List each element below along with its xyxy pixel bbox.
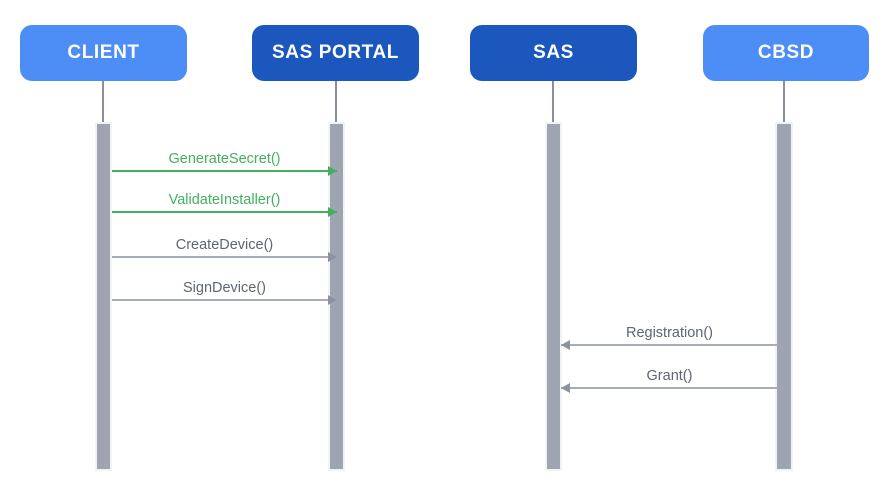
participant-label-sas-portal: SAS PORTAL <box>271 42 400 63</box>
message-label-grant: Grant() <box>646 368 693 384</box>
arrow-head-icon-generate-secret <box>328 166 337 177</box>
message-validate-installer[interactable]: ValidateInstaller() <box>112 179 337 218</box>
arrow-head-icon-validate-installer <box>328 207 337 218</box>
lifeline-sas-portal <box>335 81 337 122</box>
participant-box-client[interactable]: CLIENT <box>20 25 187 81</box>
message-line-create-device <box>112 256 337 258</box>
message-line-generate-secret <box>112 170 337 172</box>
message-label-registration: Registration() <box>625 325 714 341</box>
message-line-sign-device <box>112 299 337 301</box>
lifeline-cbsd <box>783 81 785 122</box>
arrow-head-icon-sign-device <box>328 295 337 306</box>
participant-label-client: CLIENT <box>67 42 140 63</box>
message-line-grant <box>561 387 778 389</box>
message-label-sign-device: SignDevice() <box>183 280 266 296</box>
message-label-create-device: CreateDevice() <box>175 237 274 253</box>
arrow-head-icon-grant <box>561 383 570 394</box>
activation-bar-cbsd <box>775 122 793 471</box>
participant-label-sas: SAS <box>533 42 574 63</box>
arrow-head-icon-create-device <box>328 252 337 263</box>
message-grant[interactable]: Grant() <box>561 355 778 394</box>
message-sign-device[interactable]: SignDevice() <box>112 267 337 306</box>
participant-box-sas-portal[interactable]: SAS PORTAL <box>252 25 419 81</box>
message-generate-secret[interactable]: GenerateSecret() <box>112 138 337 177</box>
arrow-head-icon-registration <box>561 340 570 351</box>
message-create-device[interactable]: CreateDevice() <box>112 224 337 263</box>
participant-box-sas[interactable]: SAS <box>470 25 637 81</box>
message-line-validate-installer <box>112 211 337 213</box>
message-label-generate-secret: GenerateSecret() <box>168 151 281 167</box>
activation-bar-sas <box>545 122 562 471</box>
activation-bar-client <box>95 122 112 471</box>
message-line-registration <box>561 344 778 346</box>
participant-box-cbsd[interactable]: CBSD <box>703 25 869 81</box>
lifeline-client <box>102 81 104 122</box>
message-label-validate-installer: ValidateInstaller() <box>168 192 281 208</box>
lifeline-sas <box>552 81 554 122</box>
message-registration[interactable]: Registration() <box>561 312 778 351</box>
participant-label-cbsd: CBSD <box>757 42 815 63</box>
